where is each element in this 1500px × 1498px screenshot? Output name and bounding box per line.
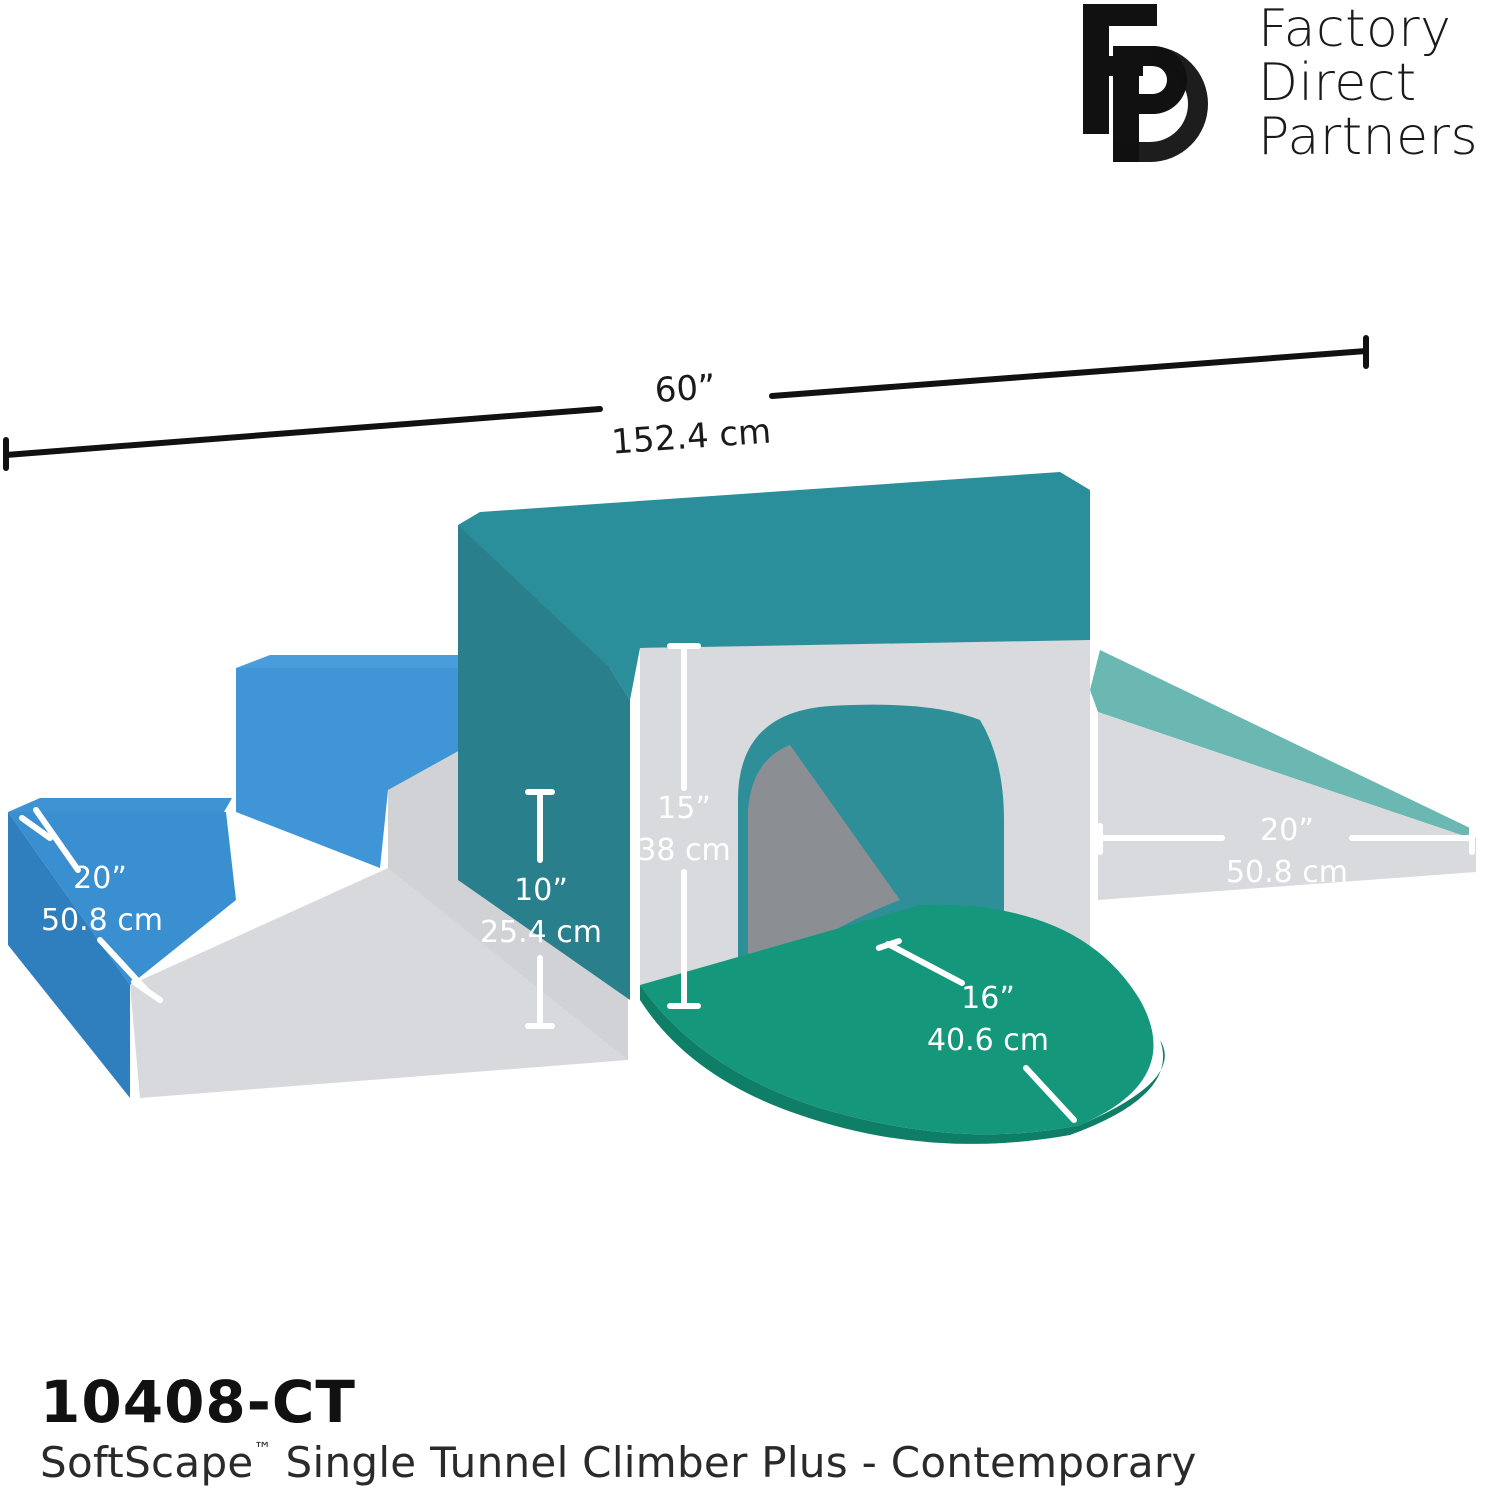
dimension-markers: [19, 643, 1475, 1123]
fdp-logo-icon: [1083, 4, 1208, 162]
brand-line-2: Direct: [1258, 53, 1417, 113]
stair-height-cm: 25.4 cm: [480, 915, 602, 950]
ramp-block: [1090, 650, 1476, 900]
ramp-length-inches: 20”: [1260, 813, 1314, 848]
stair-depth-inches: 20”: [73, 861, 127, 896]
stair-depth-cm: 50.8 cm: [41, 903, 163, 938]
brand-line-3: Partners: [1258, 107, 1479, 167]
brand-wordmark: Factory Direct Partners: [1258, 2, 1498, 164]
ramp-length-cm: 50.8 cm: [1226, 855, 1348, 890]
product-sku: 10408-CT: [40, 1368, 356, 1436]
product-name: SoftScape™ Single Tunnel Climber Plus - …: [40, 1438, 1197, 1487]
mat-block: [640, 904, 1165, 1144]
tunnel-height-inches: 15”: [657, 791, 711, 826]
product-name-rest: Single Tunnel Climber Plus - Contemporar…: [271, 1438, 1197, 1487]
tunnel-height-cm: 38 cm: [637, 833, 730, 868]
overall-dimension-inches: 60”: [653, 367, 717, 411]
overall-dimension-line: [3, 335, 1369, 471]
stair-height-inches: 10”: [514, 873, 568, 908]
product-name-brand: SoftScape: [40, 1438, 254, 1487]
mat-radius-inches: 16”: [961, 981, 1015, 1016]
tunnel-block: [458, 472, 1090, 1000]
overall-dimension-cm: 152.4 cm: [610, 411, 772, 462]
mat-radius-cm: 40.6 cm: [927, 1023, 1049, 1058]
trademark-symbol: ™: [253, 1439, 272, 1460]
brand-line-1: Factory: [1258, 0, 1452, 59]
